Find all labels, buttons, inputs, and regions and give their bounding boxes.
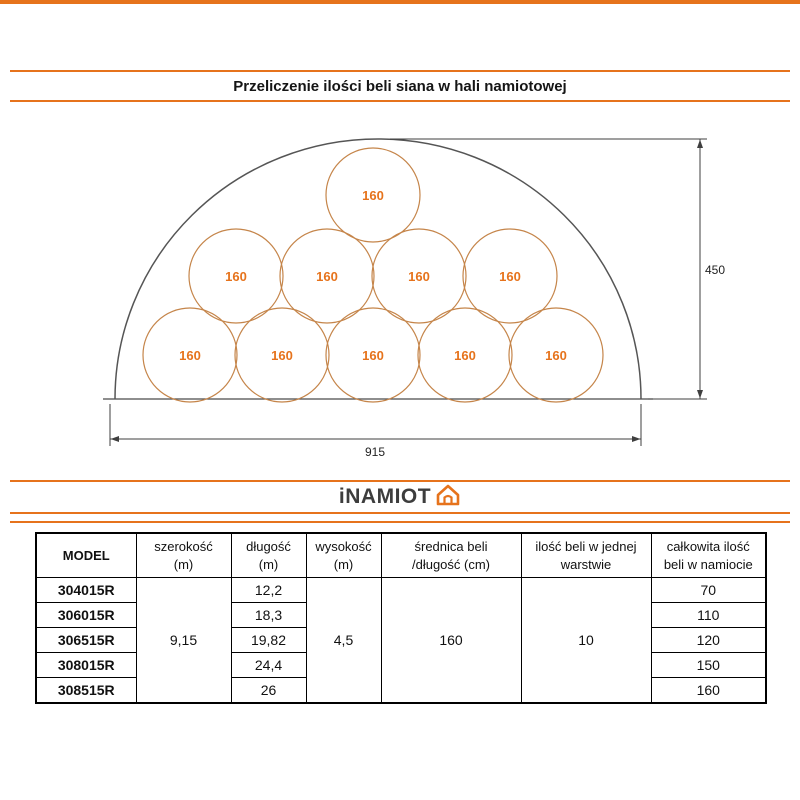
- table-row: 308015R 24,4 150: [35, 652, 767, 679]
- col-header-dlugosc: długość (m): [230, 532, 307, 579]
- bale-labels: 160 160 160 160 160 160 160 160 160 160: [179, 188, 567, 363]
- bale-circle: [142, 307, 238, 403]
- bale-count-label: 160: [362, 188, 384, 203]
- cell-model: 306015R: [35, 602, 137, 629]
- bale-count-label: 160: [499, 269, 521, 284]
- cell-per-layer-shared: 10: [520, 577, 652, 704]
- orange-rule-above-logo: [10, 480, 790, 482]
- table-row: 304015R 9,15 12,2 4,5 160 10 70: [35, 577, 767, 704]
- brand-logo: iNAMIOT: [0, 483, 800, 511]
- col-header-model: MODEL: [35, 532, 137, 579]
- orange-rule-below-logo-1: [10, 512, 790, 514]
- bale-count-label: 160: [316, 269, 338, 284]
- cell-height-shared: 4,5: [305, 577, 382, 704]
- bale-circle: [371, 228, 467, 324]
- tent-arch: [114, 138, 642, 400]
- table-row: 306015R 18,3 110: [35, 602, 767, 629]
- cell-diameter-shared: 160: [380, 577, 522, 704]
- width-dimension: [109, 404, 642, 446]
- bale-circle: [279, 228, 375, 324]
- cell-total: 110: [650, 602, 767, 629]
- height-dimension: [390, 138, 707, 400]
- cell-length: 19,82: [230, 627, 307, 654]
- orange-rule-below-logo-2: [10, 521, 790, 523]
- bale-count-label: 160: [271, 348, 293, 363]
- cell-length: 26: [230, 677, 307, 704]
- brand-band: iNAMIOT: [0, 480, 800, 523]
- page-title: Przeliczenie ilości beli siana w hali na…: [233, 78, 567, 95]
- col-header-ilosc-warstwa: ilość beli w jednej warstwie: [520, 532, 652, 579]
- cell-model: 304015R: [35, 577, 137, 604]
- bale-count-label: 160: [545, 348, 567, 363]
- cell-length: 24,4: [230, 652, 307, 679]
- col-header-szerokosc: szerokość (m): [135, 532, 232, 579]
- model-spec-table: MODEL szerokość (m) długość (m) wysokość…: [35, 532, 767, 705]
- col-header-wysokosc: wysokość (m): [305, 532, 382, 579]
- bale-circle: [325, 147, 421, 243]
- bale-count-label: 160: [225, 269, 247, 284]
- table-row: 308515R 26 160: [35, 677, 767, 704]
- cell-total: 70: [650, 577, 767, 604]
- cell-model: 308515R: [35, 677, 137, 704]
- cell-model: 308015R: [35, 652, 137, 679]
- cell-width-shared: 9,15: [135, 577, 232, 704]
- arrow-down-icon: [697, 390, 703, 399]
- bale-circle: [325, 307, 421, 403]
- arrow-left-icon: [110, 436, 119, 442]
- table-header-row: MODEL szerokość (m) długość (m) wysokość…: [35, 532, 767, 579]
- bale-circle: [234, 307, 330, 403]
- tent-bale-diagram: 160 160 160 160 160 160 160 160 160 160 …: [103, 138, 725, 459]
- cell-length: 12,2: [230, 577, 307, 604]
- cell-total: 160: [650, 677, 767, 704]
- bale-count-label: 160: [362, 348, 384, 363]
- cell-total: 150: [650, 652, 767, 679]
- bale-count-label: 160: [454, 348, 476, 363]
- table-row: 306515R 19,82 120: [35, 627, 767, 654]
- cell-total: 120: [650, 627, 767, 654]
- bale-circles: [142, 147, 604, 403]
- orange-rule-top-2: [0, 2, 800, 4]
- col-header-srednica: średnica beli /długość (cm): [380, 532, 522, 579]
- bale-count-label: 160: [179, 348, 201, 363]
- bale-circle: [508, 307, 604, 403]
- arrow-up-icon: [697, 139, 703, 148]
- bale-count-label: 160: [408, 269, 430, 284]
- bale-circle: [188, 228, 284, 324]
- col-header-calkowita: całkowita ilość beli w namiocie: [650, 532, 767, 579]
- brand-name: iNAMIOT: [338, 485, 432, 508]
- tent-house-icon: [435, 483, 461, 512]
- height-dim-label: 450: [705, 263, 725, 277]
- bale-circle: [417, 307, 513, 403]
- cell-model: 306515R: [35, 627, 137, 654]
- width-dim-label: 915: [365, 445, 385, 459]
- bale-circle: [462, 228, 558, 324]
- title-band: Przeliczenie ilości beli siana w hali na…: [10, 70, 790, 102]
- arrow-right-icon: [632, 436, 641, 442]
- cell-length: 18,3: [230, 602, 307, 629]
- orange-rule-top-1: [0, 0, 800, 2]
